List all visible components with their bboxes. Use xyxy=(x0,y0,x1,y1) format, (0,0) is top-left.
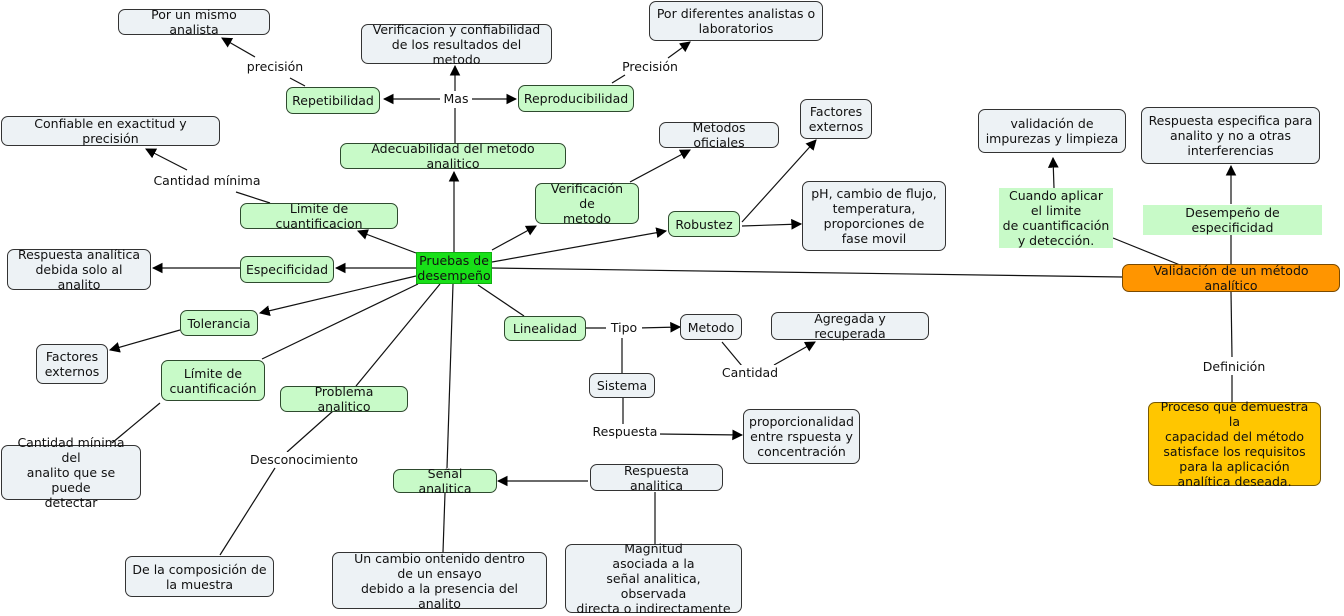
link-label-desconocimiento: Desconocimiento xyxy=(246,452,362,467)
node-senal-analitica[interactable]: Señal analitica xyxy=(393,466,497,496)
node-adecuabilidad[interactable]: Adecuabilidad del metodo analitico xyxy=(340,141,566,171)
link-label-cuando-aplicar: Cuando aplicar el limite de cuantificaci… xyxy=(999,188,1113,248)
node-magnitud[interactable]: Magnitud asociada a la señal analitica, … xyxy=(565,541,742,616)
node-robustez[interactable]: Robustez xyxy=(668,211,740,237)
node-agregada-recuperada[interactable]: Agregada y recuperada xyxy=(771,311,929,341)
node-limite-cuantificacion-2[interactable]: Límite de cuantificación xyxy=(161,360,265,401)
node-repetibilidad[interactable]: Repetibilidad xyxy=(286,87,380,114)
node-ph-cambio[interactable]: pH, cambio de flujo, temperatura, propor… xyxy=(802,181,946,251)
node-cantidad-minima-detectar[interactable]: Cantidad mínima del analito que se puede… xyxy=(1,435,141,510)
node-verificacion-confiabilidad[interactable]: Verificacion y confiabilidad de los resu… xyxy=(361,22,552,67)
node-validacion-metodo[interactable]: Validación de un método analítico xyxy=(1122,263,1340,293)
node-confiable[interactable]: Confiable en exactitud y precisión xyxy=(1,116,220,146)
link-label-precision-1: precisión xyxy=(242,59,308,74)
node-definicion[interactable]: Proceso que demuestra la capacidad del m… xyxy=(1148,399,1321,489)
node-limite-cuantificacion-1[interactable]: Limite de cuantificacion xyxy=(240,201,398,231)
node-respuesta-especifica[interactable]: Respuesta especifica para analito y no a… xyxy=(1141,107,1320,164)
node-por-diferentes-analistas[interactable]: Por diferentes analistas o laboratorios xyxy=(649,1,823,41)
link-label-desempeno-especificidad: Desempeño de especificidad xyxy=(1143,205,1322,235)
root-node-pruebas-desempeno[interactable]: Pruebas de desempeño xyxy=(416,252,492,284)
node-un-cambio[interactable]: Un cambio ontenido dentro de un ensayo d… xyxy=(332,551,547,611)
link-label-respuesta: Respuesta xyxy=(590,424,660,439)
node-respuesta-analitica-debida[interactable]: Respuesta analítica debida solo al anali… xyxy=(7,247,151,292)
node-respuesta-analitica[interactable]: Respuesta analitica xyxy=(590,463,723,493)
node-problema-analitico[interactable]: Problema analitico xyxy=(280,384,408,414)
link-label-mas: Mas xyxy=(440,91,472,106)
node-factores-externos-2[interactable]: Factores externos xyxy=(800,99,872,139)
node-sistema[interactable]: Sistema xyxy=(589,373,655,398)
link-label-tipo: Tipo xyxy=(606,320,642,335)
link-label-definicion: Definición xyxy=(1200,359,1268,374)
link-label-cantidad-minima: Cantidad mínima xyxy=(150,173,264,188)
node-factores-externos-1[interactable]: Factores externos xyxy=(36,344,108,384)
node-linealidad[interactable]: Linealidad xyxy=(504,316,586,341)
link-label-cantidad: Cantidad xyxy=(719,365,781,380)
node-especificidad[interactable]: Especificidad xyxy=(240,256,334,283)
node-proporcionalidad[interactable]: proporcionalidad entre rspuesta y concen… xyxy=(743,409,860,464)
node-por-mismo-analista[interactable]: Por un mismo analista xyxy=(118,7,270,37)
node-verificacion-metodo[interactable]: Verificación de metodo xyxy=(535,181,639,226)
link-label-precision-2: Precisión xyxy=(617,59,683,74)
node-metodos-oficiales[interactable]: Metodos oficiales xyxy=(659,120,779,150)
node-tolerancia[interactable]: Tolerancia xyxy=(180,310,258,336)
node-composicion-muestra[interactable]: De la composición de la muestra xyxy=(125,556,274,597)
node-validacion-impurezas[interactable]: validación de impurezas y limpieza xyxy=(978,109,1126,153)
node-reproducibilidad[interactable]: Reproducibilidad xyxy=(518,85,634,112)
node-metodo[interactable]: Metodo xyxy=(680,314,742,340)
